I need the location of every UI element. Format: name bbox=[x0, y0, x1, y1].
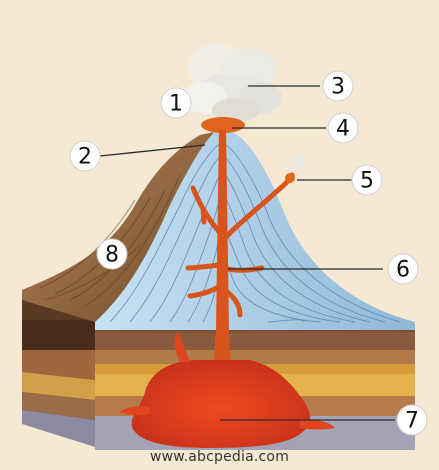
svg-text:8: 8 bbox=[105, 243, 119, 268]
side-vent bbox=[285, 173, 295, 183]
label-7: 7 bbox=[397, 405, 427, 435]
svg-text:1: 1 bbox=[169, 92, 183, 117]
svg-text:6: 6 bbox=[396, 258, 410, 283]
label-6: 6 bbox=[388, 254, 418, 284]
svg-text:4: 4 bbox=[336, 117, 350, 142]
svg-text:5: 5 bbox=[360, 169, 374, 194]
label-2: 2 bbox=[70, 141, 100, 171]
side-vent-cloud bbox=[289, 155, 305, 169]
svg-text:3: 3 bbox=[331, 75, 345, 100]
source-url: www.abcpedia.com bbox=[0, 449, 439, 465]
svg-text:7: 7 bbox=[405, 409, 419, 434]
label-4: 4 bbox=[328, 113, 358, 143]
label-8: 8 bbox=[97, 239, 127, 269]
label-5: 5 bbox=[352, 165, 382, 195]
label-1: 1 bbox=[161, 88, 191, 118]
label-3: 3 bbox=[323, 71, 353, 101]
svg-text:2: 2 bbox=[78, 145, 92, 170]
ash-cloud bbox=[183, 44, 282, 122]
